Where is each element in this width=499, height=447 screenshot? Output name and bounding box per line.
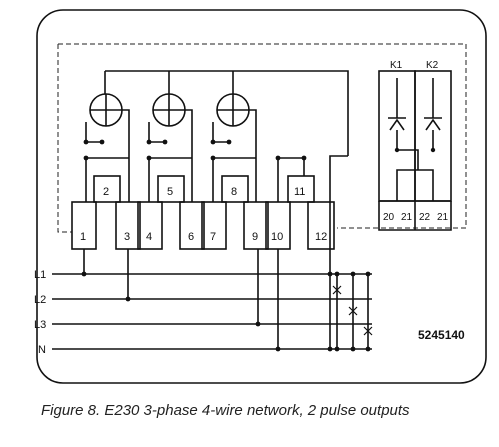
terminal-label-7: 7 [210,231,216,243]
figure-caption: Figure 8. E230 3-phase 4-wire network, 2… [41,402,410,419]
terminal-block-8 [221,175,249,203]
outer-frame [36,9,487,384]
line-L1 [52,249,85,275]
output-pin-22: 22 [419,212,431,223]
terminal-label-6: 6 [188,231,194,243]
meter-boundary [57,43,467,233]
fuse-markers [332,285,373,336]
terminal-label-10: 10 [271,231,283,243]
terminal-block-4 [137,201,163,250]
neutral-bus [329,155,348,250]
line-label-L3: L3 [34,319,46,331]
terminal-label-2: 2 [103,186,109,198]
output-pin-21a: 21 [401,212,413,223]
terminal-block-9 [243,201,269,250]
terminal-label-11: 11 [294,186,305,198]
terminal-block-2 [93,175,121,203]
terminal-label-1: 1 [80,231,86,243]
terminal-block-5 [157,175,185,203]
top-bus [105,70,349,156]
terminal-block-11 [287,175,315,203]
line-label-N: N [38,344,46,356]
part-number: 5245140 [418,328,465,342]
output-label-k1: K1 [390,60,403,71]
terminal-label-12: 12 [315,231,327,243]
line-label-L2: L2 [34,294,46,306]
output-pin-21b: 21 [437,212,449,223]
terminal-label-8: 8 [231,186,237,198]
line-label-L1: L1 [34,269,46,281]
terminal-block-12 [307,201,335,250]
terminal-block-6 [179,201,205,250]
terminal-block-7 [201,201,227,250]
terminal-label-9: 9 [252,231,258,243]
terminal-label-3: 3 [124,231,130,243]
terminal-label-5: 5 [167,186,173,198]
line-L3 [52,249,259,325]
output-label-k2: K2 [426,60,439,71]
output-pin-20: 20 [383,212,395,223]
terminal-label-4: 4 [146,231,152,243]
